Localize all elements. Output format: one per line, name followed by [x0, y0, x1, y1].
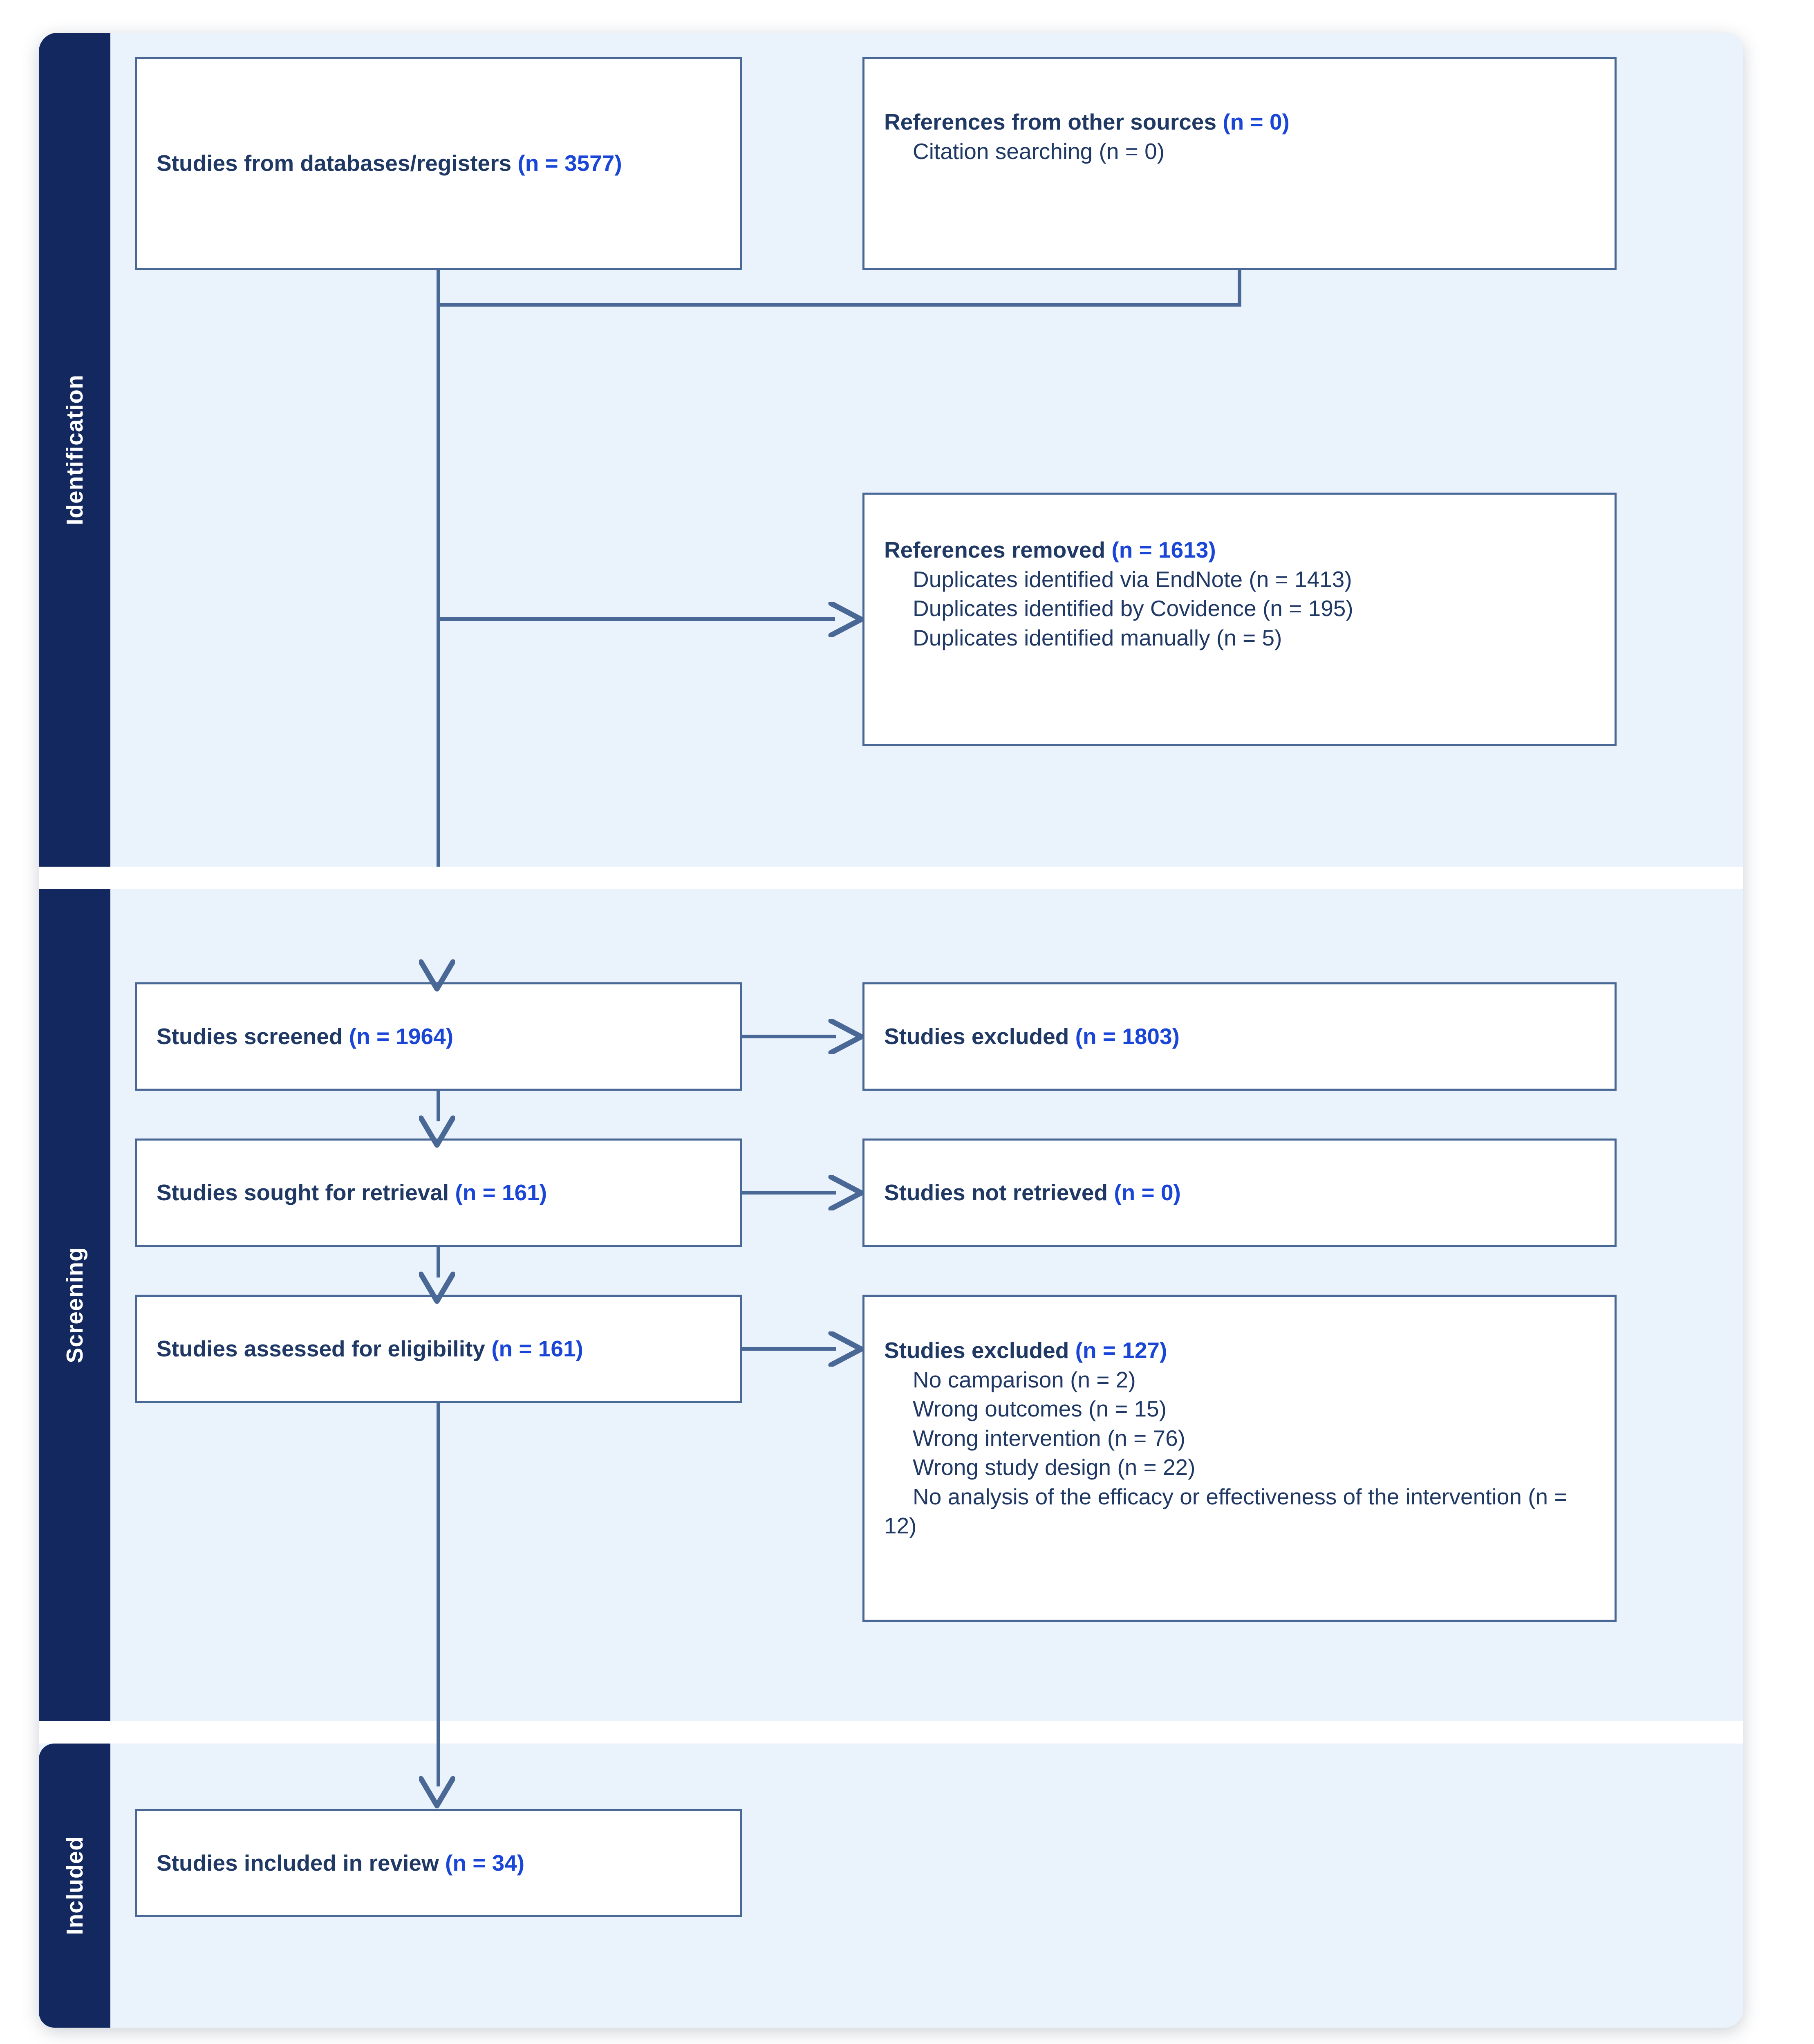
box-assessed-title-line: Studies assessed for eligibility (n = 16… [157, 1334, 720, 1364]
box-excluded-screened-title-line: Studies excluded (n = 1803) [884, 1022, 1595, 1051]
box-not-retrieved-label: Studies not retrieved [884, 1179, 1114, 1205]
connector-gap-screening-to-included [437, 1717, 440, 1750]
connector-to-references-removed [437, 617, 835, 621]
box-databases-count: (n = 3577) [517, 150, 622, 176]
stage-band-included: Included Studies included in review (n =… [39, 1744, 1743, 2028]
box-excluded-eligibility-item-3: Wrong intervention (n = 76) [913, 1425, 1185, 1451]
box-studies-excluded-screened[interactable]: Studies excluded (n = 1803) [862, 982, 1617, 1091]
box-sought-count: (n = 161) [455, 1179, 547, 1205]
arrow-down-studies-screened [419, 954, 455, 995]
arrow-right-excluded-eligibility [824, 1331, 869, 1367]
arrow-down-sought-retrieval [419, 1110, 455, 1151]
box-databases-label: Studies from databases/registers [157, 150, 518, 176]
arrow-down-assessed-eligibility [419, 1266, 455, 1307]
box-references-removed-label: References removed [884, 537, 1112, 563]
stage-band-identification: Identification Studies from databases/re… [39, 33, 1743, 867]
box-studies-not-retrieved[interactable]: Studies not retrieved (n = 0) [862, 1139, 1617, 1247]
stage-label-screening-text: Screening [61, 1247, 88, 1363]
box-references-removed-item-3: Duplicates identified manually (n = 5) [913, 625, 1282, 650]
arrow-right-excluded-screened [824, 1019, 869, 1054]
connector-sought-to-not-retrieved [742, 1191, 836, 1195]
box-excluded-eligibility-item-2: Wrong outcomes (n = 15) [913, 1396, 1167, 1421]
arrow-right-not-retrieved [824, 1175, 869, 1210]
box-screened-count: (n = 1964) [349, 1023, 454, 1049]
connector-screened-to-excluded [742, 1035, 836, 1038]
box-excluded-eligibility-count: (n = 127) [1075, 1338, 1167, 1363]
box-included-title-line: Studies included in review (n = 34) [157, 1849, 720, 1878]
box-references-removed-item-1: Duplicates identified via EndNote (n = 1… [913, 566, 1352, 592]
arrow-down-included-review [419, 1771, 455, 1811]
box-not-retrieved-title-line: Studies not retrieved (n = 0) [884, 1178, 1595, 1208]
box-references-removed[interactable]: References removed (n = 1613) Duplicates… [862, 493, 1617, 746]
box-other-sources-label: References from other sources [884, 109, 1223, 134]
box-other-sources-title-line: References from other sources (n = 0) [884, 108, 1595, 137]
box-sought-label: Studies sought for retrieval [157, 1179, 455, 1205]
connector-screened-to-sought [437, 1091, 440, 1121]
connector-into-included-box [437, 1744, 440, 1786]
box-other-sources-item: Citation searching (n = 0) [913, 138, 1165, 164]
included-body: Studies included in review (n = 34) [110, 1744, 1743, 2028]
stage-label-included: Included [39, 1744, 110, 2028]
box-included-count: (n = 34) [445, 1850, 525, 1876]
box-studies-sought-retrieval[interactable]: Studies sought for retrieval (n = 161) [135, 1139, 742, 1247]
arrow-right-references-removed [824, 602, 869, 637]
box-screened-title-line: Studies screened (n = 1964) [157, 1022, 720, 1051]
box-studies-screened[interactable]: Studies screened (n = 1964) [135, 982, 742, 1091]
box-excluded-eligibility-title-line: Studies excluded (n = 127) [884, 1336, 1595, 1365]
stage-label-identification: Identification [39, 33, 110, 867]
connector-assessed-to-included [437, 1403, 440, 1721]
connector-assessed-to-excluded [742, 1347, 836, 1351]
box-other-sources-count: (n = 0) [1223, 109, 1290, 134]
box-included-label: Studies included in review [157, 1850, 446, 1876]
stage-band-screening: Screening Studies screened (n = 1964) St… [39, 889, 1743, 1721]
connector-databases-down-stub [437, 270, 440, 307]
connector-sources-join-bar [437, 303, 1241, 307]
connector-sought-to-assessed [437, 1247, 440, 1278]
box-excluded-screened-label: Studies excluded [884, 1023, 1075, 1049]
box-references-removed-item-2: Duplicates identified by Covidence (n = … [913, 596, 1353, 621]
box-excluded-eligibility-item-5: No analysis of the efficacy or effective… [884, 1484, 1568, 1539]
box-excluded-eligibility-label: Studies excluded [884, 1338, 1075, 1363]
box-studies-assessed-eligibility[interactable]: Studies assessed for eligibility (n = 16… [135, 1295, 742, 1403]
box-sought-title-line: Studies sought for retrieval (n = 161) [157, 1178, 720, 1208]
box-studies-included-review[interactable]: Studies included in review (n = 34) [135, 1809, 742, 1917]
box-references-removed-count: (n = 1613) [1111, 537, 1216, 563]
box-assessed-count: (n = 161) [491, 1336, 583, 1361]
box-screened-label: Studies screened [157, 1023, 349, 1049]
box-references-other-sources[interactable]: References from other sources (n = 0) Ci… [862, 57, 1617, 270]
connector-identification-main-vertical [437, 303, 440, 867]
stage-label-included-text: Included [61, 1836, 88, 1935]
connector-other-sources-down-stub [1238, 270, 1241, 307]
box-assessed-label: Studies assessed for eligibility [157, 1336, 492, 1361]
box-studies-from-databases[interactable]: Studies from databases/registers (n = 35… [135, 57, 742, 270]
box-databases-title-line: Studies from databases/registers (n = 35… [157, 149, 720, 178]
box-references-removed-title-line: References removed (n = 1613) [884, 536, 1595, 565]
box-excluded-eligibility-item-1: No camparison (n = 2) [913, 1367, 1136, 1392]
identification-body: Studies from databases/registers (n = 35… [110, 33, 1743, 867]
box-studies-excluded-eligibility[interactable]: Studies excluded (n = 127) No camparison… [862, 1295, 1617, 1622]
stage-label-identification-text: Identification [61, 374, 88, 525]
box-not-retrieved-count: (n = 0) [1114, 1179, 1181, 1205]
stage-label-screening: Screening [39, 889, 110, 1721]
screening-body: Studies screened (n = 1964) Studies excl… [110, 889, 1743, 1721]
box-excluded-eligibility-item-4: Wrong study design (n = 22) [913, 1455, 1196, 1480]
box-excluded-screened-count: (n = 1803) [1075, 1023, 1180, 1049]
